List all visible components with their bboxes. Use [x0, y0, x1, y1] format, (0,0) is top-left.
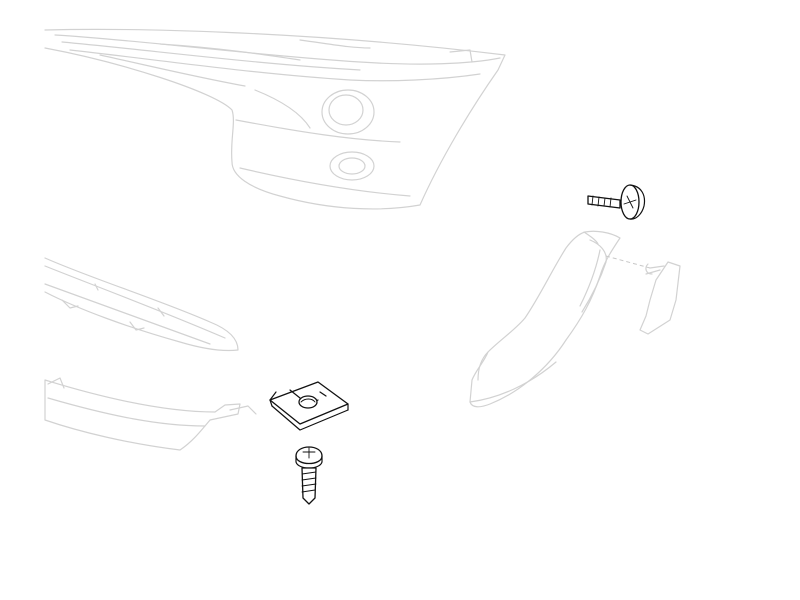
- right-side-panel: [469, 230, 621, 408]
- left-lower-trim-strip: [44, 257, 239, 352]
- alignment-leader-line: [605, 255, 651, 269]
- lower-screw: [295, 446, 323, 505]
- left-lower-moulding: [44, 377, 257, 451]
- speed-nut-clip: [269, 381, 349, 431]
- right-small-bracket: [639, 261, 681, 335]
- upper-screw: [587, 184, 646, 220]
- bumper-cover: [44, 28, 506, 210]
